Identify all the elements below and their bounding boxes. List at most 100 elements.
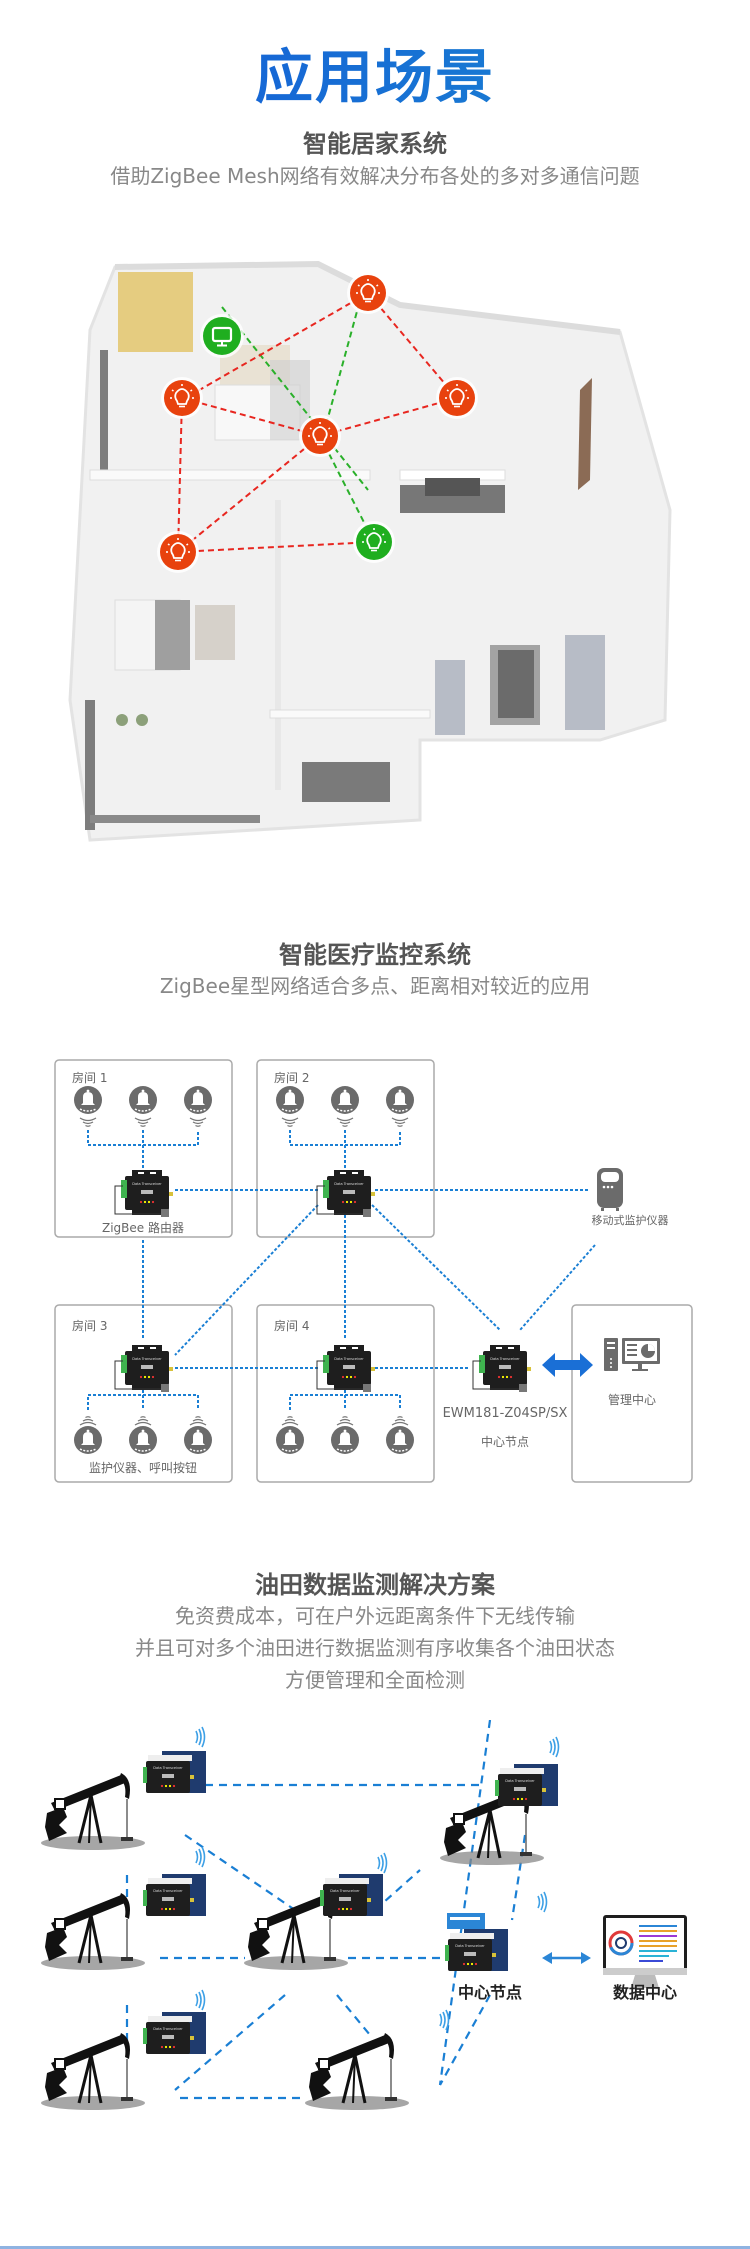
section-subtitle-oilfield-line-3: 方便管理和全面检测 — [285, 1668, 465, 1692]
room-1-label: 房间 1 — [72, 1070, 107, 1085]
zigbee-router-device — [114, 1344, 174, 1393]
bell-icon — [73, 1085, 103, 1115]
bell-icon — [183, 1085, 213, 1115]
wireless-icon — [281, 1416, 299, 1426]
bell-icon — [330, 1425, 360, 1455]
link-monitor-light1 — [221, 306, 369, 491]
wireless-icon — [336, 1117, 354, 1127]
light-5-node — [157, 531, 199, 573]
pump-jack-icon — [39, 1891, 147, 1972]
light-1-node — [347, 272, 389, 314]
transceiver-device — [320, 1874, 383, 1916]
data-center-monitor-icon — [603, 1915, 687, 1988]
section-subtitle-medical: ZigBee星型网络适合多点、距离相对较近的应用 — [159, 974, 591, 998]
link-light1-light2 — [181, 292, 369, 401]
zigbee-router-device — [316, 1344, 376, 1393]
wireless-icon — [79, 1416, 97, 1426]
oil-well-5 — [438, 1736, 560, 1867]
link-light4-light3 — [319, 397, 458, 437]
lightbulb-icon — [445, 384, 469, 408]
mobile-monitor-icon — [597, 1168, 623, 1211]
bell-icon — [275, 1425, 305, 1455]
lightbulb-icon — [356, 279, 380, 303]
room-1-caption: ZigBee 路由器 — [102, 1220, 184, 1235]
oilfield-center-node-label: 中心节点 — [458, 1983, 522, 2002]
section-subtitle-oilfield-line-2: 并且可对多个油田进行数据监测有序收集各个油田状态 — [135, 1636, 615, 1660]
bottom-divider — [0, 2246, 750, 2249]
link-light5-light6 — [177, 541, 375, 553]
section-title-oilfield: 油田数据监测解决方案 — [255, 1571, 495, 1599]
room-3-caption: 监护仪器、呼叫按钮 — [89, 1460, 197, 1475]
bidirectional-arrow-icon — [542, 1952, 591, 1964]
wireless-icon — [377, 1852, 388, 1874]
link-light2-light5 — [177, 397, 183, 553]
data-center-label: 数据中心 — [613, 1983, 677, 2002]
center-node-model: EWM181-Z04SP/SX — [443, 1406, 568, 1421]
center-node-label: 中心节点 — [481, 1434, 529, 1449]
section-subtitle-oilfield-line-1: 免资费成本，可在户外远距离条件下无线传输 — [175, 1604, 575, 1628]
section-title-medical: 智能医疗监控系统 — [279, 941, 471, 969]
wireless-icon — [195, 1989, 206, 2011]
smart-home-floorplan — [68, 260, 672, 842]
room-4-devices — [275, 1344, 415, 1455]
wireless-icon — [134, 1117, 152, 1127]
wireless-icon — [195, 1726, 206, 1748]
link-light2-light3 — [181, 397, 321, 437]
management-center-label: 管理中心 — [608, 1392, 656, 1407]
pump-jack-icon — [303, 2031, 411, 2112]
room-3-label: 房间 3 — [72, 1318, 107, 1333]
wireless-icon — [189, 1416, 207, 1426]
link-light1-light4 — [367, 292, 458, 399]
room-4-label: 房间 4 — [274, 1318, 309, 1333]
section-title-smart-home: 智能居家系统 — [303, 130, 447, 158]
light-2-node — [161, 377, 203, 419]
wireless-icon — [189, 1117, 207, 1127]
wireless-icon — [537, 1891, 548, 1913]
mesh-links — [177, 292, 458, 553]
oil-well-6 — [303, 2009, 450, 2112]
lightbulb-icon — [308, 422, 332, 446]
bell-icon — [385, 1085, 415, 1115]
wireless-icon — [134, 1416, 152, 1426]
room-3-devices — [73, 1344, 213, 1455]
bell-icon — [128, 1425, 158, 1455]
transceiver-device — [143, 2012, 206, 2054]
management-computer-icon — [604, 1338, 660, 1371]
lightbulb-icon — [170, 384, 194, 408]
wireless-icon — [79, 1117, 97, 1127]
transceiver-device — [143, 1751, 206, 1793]
page-title: 应用场景 — [0, 30, 750, 114]
oil-well-3 — [39, 1989, 206, 2112]
bell-icon — [73, 1425, 103, 1455]
monitor-node — [200, 314, 244, 358]
lightbulb-icon — [362, 528, 386, 552]
wireless-icon — [391, 1416, 409, 1426]
wireless-icon — [391, 1117, 409, 1127]
mobile-monitor-label: 移动式监护仪器 — [592, 1213, 669, 1227]
bidirectional-arrow-icon — [542, 1353, 593, 1377]
wireless-icon — [549, 1736, 560, 1758]
pump-jack-icon — [39, 2031, 147, 2112]
wireless-icon — [195, 1846, 206, 1868]
bell-icon — [330, 1085, 360, 1115]
room-2-label: 房间 2 — [274, 1070, 309, 1085]
monitor-icon — [211, 326, 233, 347]
oil-well-2 — [39, 1846, 206, 1972]
link-light3-light5 — [177, 435, 321, 553]
center-node-device — [472, 1344, 532, 1393]
wireless-icon — [336, 1416, 354, 1426]
wireless-icon — [439, 2009, 450, 2031]
room-1-box — [54, 1059, 233, 1238]
lightbulb-icon — [166, 538, 190, 562]
link-light1-light3 — [322, 292, 363, 437]
oil-well-1 — [39, 1726, 206, 1852]
zigbee-router-device — [316, 1169, 376, 1218]
bell-icon — [385, 1425, 415, 1455]
oil-well-4 — [242, 1852, 388, 1972]
light-4-node — [436, 377, 478, 419]
bell-icon — [128, 1085, 158, 1115]
medical-network-diagram: Data Transceiver 房间 1 房间 2 房间 3 房间 4 — [54, 1059, 693, 1483]
zigbee-router-device — [114, 1169, 174, 1218]
transceiver-device — [143, 1874, 206, 1916]
bell-icon — [275, 1085, 305, 1115]
